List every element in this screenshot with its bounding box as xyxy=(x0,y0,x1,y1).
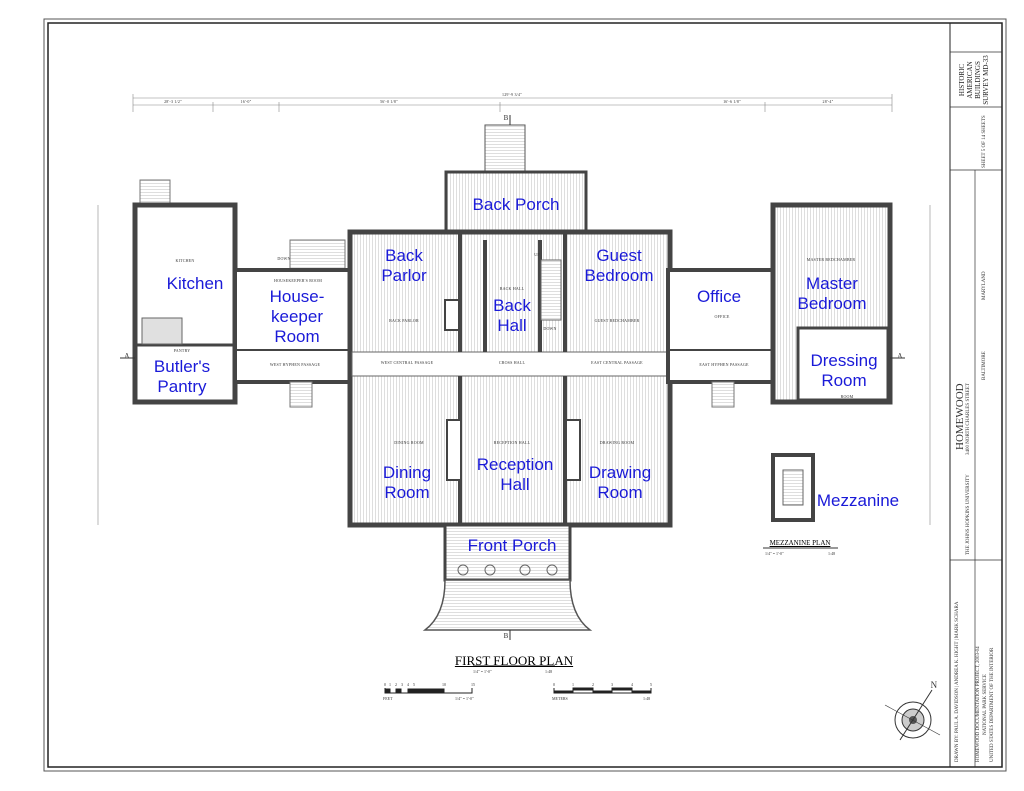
dim-segment: 28'-4" xyxy=(822,99,834,104)
dim-segment: 56'-0 1/8" xyxy=(380,99,398,104)
small-label-down: DOWN xyxy=(543,326,557,331)
feet-tick: 4 xyxy=(407,682,409,687)
room-label-butlers-pantry: Butler's Pantry xyxy=(153,357,211,396)
room-label-guest-bedroom: Guest Bedroom xyxy=(584,246,654,285)
room-label-front-porch: Front Porch xyxy=(467,536,557,555)
small-label-drawing: DRAWING ROOM xyxy=(599,440,635,445)
room-label-master-bedroom: Master Bedroom xyxy=(797,274,867,313)
scale-feet-ratio: 1/4" = 1'-0" xyxy=(455,696,474,701)
small-label-pantry: PANTRY xyxy=(173,348,191,353)
title-block-project: HOMEWOOD DOCUMENTATION PROJECT, 2003-04 xyxy=(976,646,981,762)
dimension-lines xyxy=(97,94,931,525)
small-label-office: OFFICE xyxy=(714,314,730,319)
dim-overall: 129'-9 3/4" xyxy=(502,92,522,97)
first-floor-plan-title: FIRST FLOOR PLAN xyxy=(454,653,574,668)
main-block-rear xyxy=(347,229,673,375)
room-label-back-porch: Back Porch xyxy=(472,195,560,214)
room-label-office: Office xyxy=(696,287,742,306)
compass-rose-icon xyxy=(884,689,941,741)
small-label-up: UP xyxy=(534,252,540,257)
room-label-kitchen: Kitchen xyxy=(166,274,224,293)
small-label-back-hall: BACK HALL xyxy=(499,286,525,291)
room-label-dressing-room: Dressing Room xyxy=(810,351,878,390)
room-label-reception-hall: Reception Hall xyxy=(476,455,554,494)
title-block-state: MARYLAND xyxy=(982,271,987,300)
title-block-department: UNITED STATES DEPARTMENT OF THE INTERIOR xyxy=(990,647,995,762)
small-label-back-parlor: BACK PARLOR xyxy=(389,318,419,323)
section-mark-b: B xyxy=(503,632,509,640)
section-mark-b: B xyxy=(503,114,509,122)
room-label-housekeeper-room: House- keeper Room xyxy=(269,287,325,346)
title-block-sheet: SHEET 5 OF 14 SHEETS xyxy=(982,115,987,168)
sheet-border-inner xyxy=(47,22,1003,768)
small-label-east-hyphen: EAST HYPHEN PASSAGE xyxy=(699,362,749,367)
dim-segment: 16'-6 1/8" xyxy=(723,99,741,104)
back-porch-floor xyxy=(444,170,588,236)
small-label-housekeepers: HOUSEKEEPER'S ROOM xyxy=(274,278,322,283)
front-steps xyxy=(422,579,593,631)
feet-tick: 3 xyxy=(401,682,403,687)
west-hyphen xyxy=(233,268,354,384)
front-porch xyxy=(443,523,572,582)
kitchen-wing xyxy=(132,202,238,405)
mezzanine-plan xyxy=(771,453,815,522)
section-mark-a: A xyxy=(124,352,130,360)
dim-segment: 28'-3 1/2" xyxy=(164,99,182,104)
small-label-east-central: EAST CENTRAL PASSAGE xyxy=(591,360,643,365)
small-label-west-hyphen: WEST HYPHEN PASSAGE xyxy=(269,362,321,367)
feet-tick: 5 xyxy=(413,682,415,687)
title-block-survey: HISTORIC AMERICAN BUILDINGS SURVEY MD-33 xyxy=(958,55,990,105)
title-block-city: BALTIMORE xyxy=(982,351,987,380)
east-hyphen xyxy=(666,268,777,384)
title-block-address: 3400 NORTH CHARLES STREET xyxy=(966,383,971,455)
scale-bar-feet xyxy=(384,688,473,694)
title-block-agency: NATIONAL PARK SERVICE xyxy=(983,674,988,735)
room-label-back-hall: Back Hall xyxy=(493,296,531,335)
small-label-west-central: WEST CENTRAL PASSAGE xyxy=(380,360,434,365)
meter-tick: 1 xyxy=(572,682,574,687)
meter-tick: 2 xyxy=(592,682,594,687)
mezzanine-ratio: 1:48 xyxy=(828,551,836,556)
small-label-down: DOWN xyxy=(277,256,291,261)
small-label-master: MASTER BEDCHAMBER xyxy=(806,257,856,262)
room-label-drawing-room: Drawing Room xyxy=(588,463,652,502)
mezzanine-scale: 1/4" = 1'-0" xyxy=(765,551,784,556)
small-label-dining: DINING ROOM xyxy=(394,440,424,445)
scale-bar-meters xyxy=(553,687,652,694)
small-label-dressing: ROOM xyxy=(840,394,854,399)
scale-feet-label: FEET xyxy=(383,696,393,701)
room-label-back-parlor: Back Parlor xyxy=(381,246,427,285)
room-label-mezzanine: Mezzanine xyxy=(816,491,900,510)
section-mark-a: A xyxy=(897,352,903,360)
title-block-owner: THE JOHNS HOPKINS UNIVERSITY xyxy=(966,474,971,555)
title-block-drawn-by: DRAWN BY: PAUL A. DAVIDSON | ANDREA K. H… xyxy=(955,601,960,762)
meter-tick: 0 xyxy=(553,682,555,687)
feet-tick: 0 xyxy=(384,682,386,687)
meter-tick: 4 xyxy=(631,682,633,687)
sheet-border-outer xyxy=(43,18,1007,772)
feet-tick: 2 xyxy=(395,682,397,687)
compass-north-label: N xyxy=(930,680,938,690)
main-ratio: 1:48 xyxy=(545,669,553,674)
meter-tick: 3 xyxy=(611,682,613,687)
small-label-guest: GUEST BEDCHAMBER xyxy=(594,318,640,323)
small-label-cross-hall: CROSS HALL xyxy=(498,360,526,365)
mezzanine-plan-title: MEZZANINE PLAN xyxy=(769,539,831,547)
scale-meters-label: METERS xyxy=(552,696,568,701)
cross-hall xyxy=(351,351,669,377)
scale-meters-ratio: 1:48 xyxy=(643,696,651,701)
feet-tick: 15 xyxy=(471,682,475,687)
room-label-dining-room: Dining Room xyxy=(382,463,432,502)
dim-segment: 16'-0" xyxy=(240,99,252,104)
small-label-reception: RECEPTION HALL xyxy=(493,440,531,445)
title-block-building: HOMEWOOD xyxy=(954,383,966,450)
small-label-kitchen: KITCHEN xyxy=(175,258,195,263)
meter-tick: 5 xyxy=(650,682,652,687)
feet-tick: 1 xyxy=(389,682,391,687)
feet-tick: 10 xyxy=(442,682,446,687)
main-scale: 1/4" = 1'-0" xyxy=(473,669,492,674)
